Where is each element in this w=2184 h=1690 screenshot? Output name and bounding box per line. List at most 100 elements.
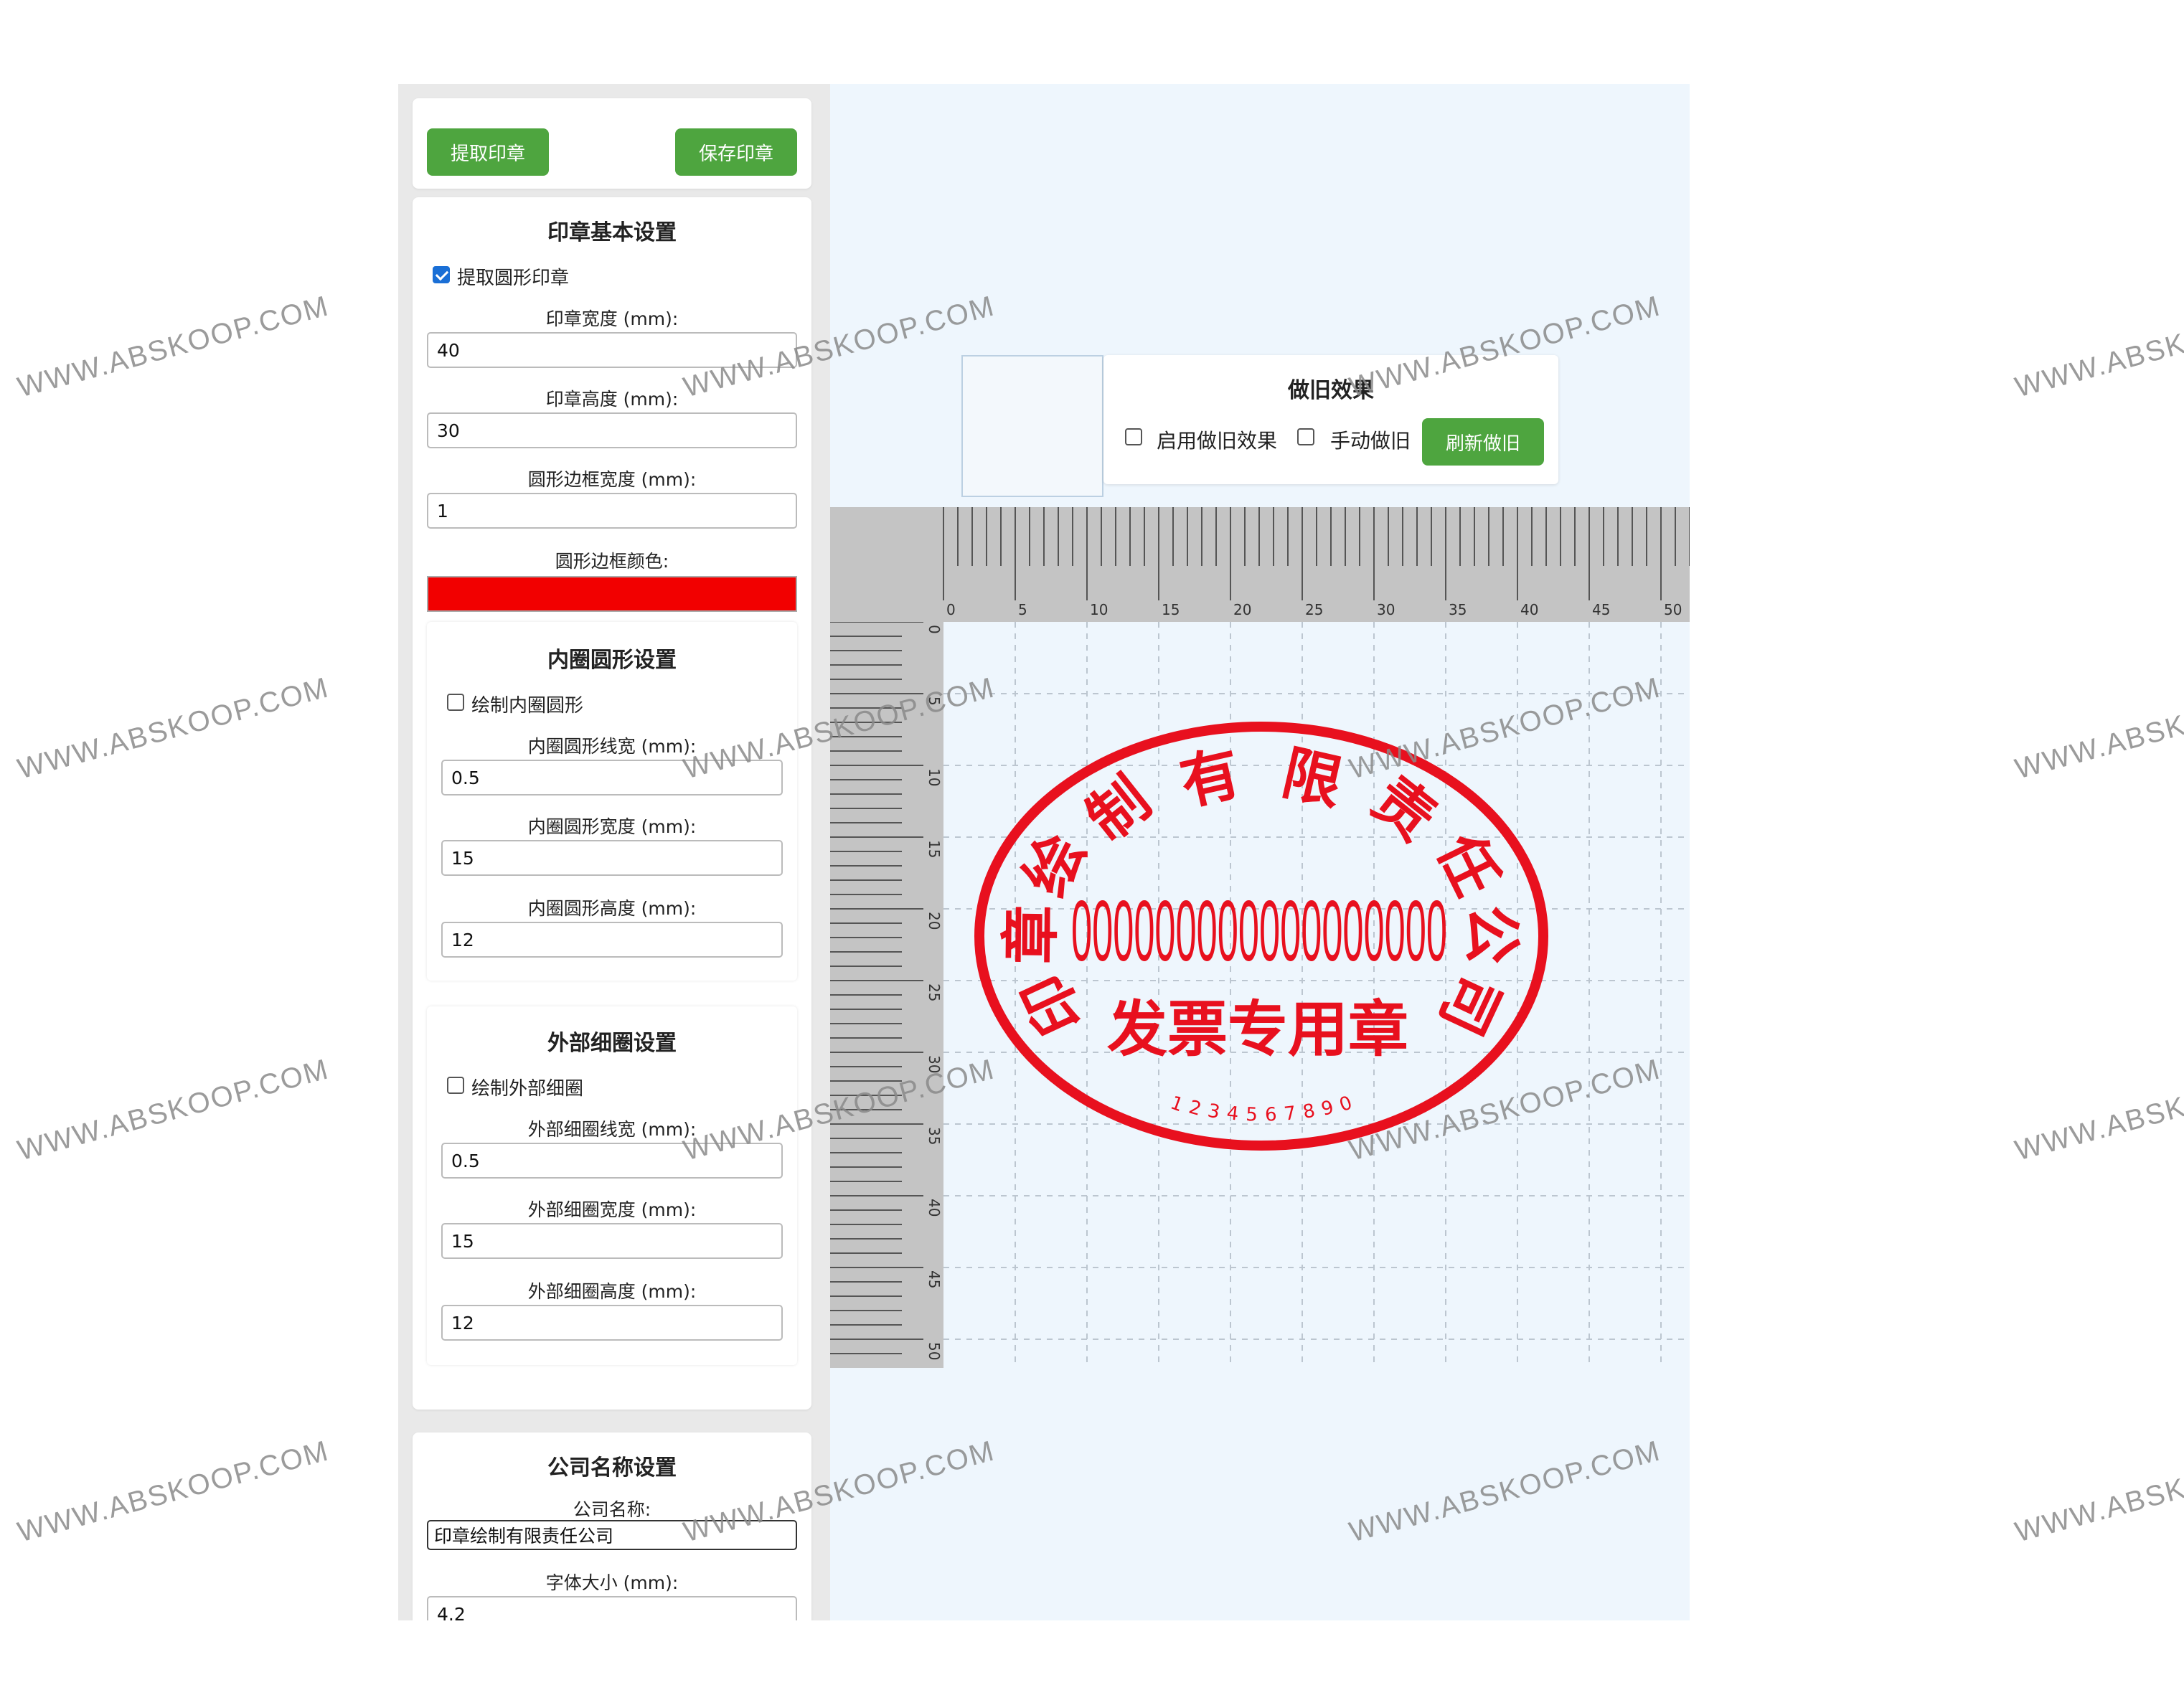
ruler-v-label: 25 (926, 983, 943, 1001)
refresh-aging-button[interactable]: 刷新做旧 (1422, 418, 1544, 466)
stamp-code-text: 000000000000000000 (1071, 882, 1447, 979)
stamp-company-char: 制 (1075, 765, 1163, 854)
stamp-serial-digit: 5 (1246, 1104, 1258, 1126)
extract-circle-checkbox[interactable] (433, 266, 450, 283)
canvas-grid (943, 622, 1690, 1368)
outer-circle-title: 外部细圈设置 (547, 1031, 677, 1056)
ruler-v-label: 40 (926, 1199, 943, 1217)
draw-outer-circle-label: 绘制外部细圈 (471, 1078, 584, 1100)
watermark-text: WWW.ABSKOOP.COM (2012, 1435, 2184, 1549)
company-settings-card: 公司名称设置 公司名称: 印章绘制有限责任公司 字体大小 (mm): 4.2 (413, 1432, 811, 1620)
watermark-text: WWW.ABSKOOP.COM (14, 671, 333, 785)
ruler-v-label: 50 (926, 1342, 943, 1360)
ruler-h-label: 10 (1090, 601, 1108, 618)
ruler-v-label: 15 (926, 840, 943, 858)
ruler-v-label: 10 (926, 768, 943, 786)
ruler-h-label: 25 (1305, 601, 1323, 618)
stamp-company-char: 章 (997, 905, 1066, 964)
save-stamp-button[interactable]: 保存印章 (675, 128, 797, 176)
ruler-v-label: 30 (926, 1055, 943, 1073)
watermark-text: WWW.ABSKOOP.COM (1346, 0, 1664, 2)
company-settings-title: 公司名称设置 (547, 1455, 677, 1481)
stamp-serial-digit: 8 (1301, 1100, 1317, 1123)
aging-title: 做旧效果 (1288, 378, 1374, 403)
inner-line-width-label: 内圈圆形线宽 (mm): (527, 736, 697, 757)
outer-height-label: 外部细圈高度 (mm): (527, 1281, 697, 1302)
ruler-h-label: 40 (1520, 601, 1538, 618)
manual-aging-label: 手动做旧 (1330, 429, 1411, 453)
preview-area (830, 84, 1690, 1620)
ruler-h-label: 45 (1592, 601, 1610, 618)
stamp-company-char: 有 (1175, 739, 1247, 818)
stamp-width-label: 印章宽度 (mm): (545, 308, 679, 329)
watermark-text: WWW.ABSKOOP.COM (2012, 1053, 2184, 1167)
font-size-input[interactable]: 4.2 (427, 1596, 797, 1620)
outer-width-input[interactable]: 15 (441, 1223, 783, 1259)
watermark-text: WWW.ABSKOOP.COM (14, 1053, 333, 1167)
inner-height-input[interactable]: 12 (441, 922, 783, 958)
stamp-company-char: 限 (1276, 739, 1348, 818)
stamp-serial-digit: 6 (1265, 1104, 1278, 1126)
watermark-text: WWW.ABSKOOP.COM (14, 0, 332, 2)
ruler-v-label: 20 (926, 912, 943, 930)
inner-circle-title: 内圈圆形设置 (547, 648, 677, 673)
company-name-label: 公司名称: (573, 1499, 651, 1520)
draw-inner-circle-label: 绘制内圈圆形 (471, 695, 584, 717)
stamp-outer-border (974, 722, 1548, 1151)
ruler-v-label: 5 (926, 697, 943, 706)
watermark-text: WWW.ABSKOOP.COM (2012, 671, 2184, 785)
ruler-h-label: 50 (1664, 601, 1682, 618)
stamp-serial-digit: 4 (1225, 1103, 1240, 1125)
stamp-company-char: 责 (1360, 765, 1448, 854)
inner-width-input[interactable]: 15 (441, 840, 783, 876)
extract-stamp-button[interactable]: 提取印章 (427, 128, 549, 176)
border-color-picker[interactable] (427, 576, 797, 612)
enable-aging-label: 启用做旧效果 (1157, 429, 1278, 453)
outer-line-width-input[interactable]: 0.5 (441, 1143, 783, 1179)
outer-circle-card: 外部细圈设置 绘制外部细圈 外部细圈线宽 (mm): 0.5 外部细圈宽度 (m… (427, 1006, 797, 1365)
inner-height-label: 内圈圆形高度 (mm): (527, 898, 697, 919)
outer-width-label: 外部细圈宽度 (mm): (527, 1199, 697, 1220)
stamp-company-char: 公 (1456, 905, 1525, 964)
stamp-height-input[interactable]: 30 (427, 412, 797, 448)
ruler-h-label: 15 (1162, 601, 1180, 618)
stamp-serial-digit: 9 (1319, 1097, 1336, 1120)
aging-panel: 做旧效果 启用做旧效果 手动做旧 刷新做旧 (1103, 355, 1558, 484)
inner-width-label: 内圈圆形宽度 (mm): (527, 816, 697, 837)
stamp-serial-digit: 2 (1187, 1097, 1204, 1120)
watermark-text: WWW.ABSKOOP.COM (14, 1435, 333, 1549)
ruler-h-label: 5 (1018, 601, 1027, 618)
ruler-h-label: 30 (1377, 601, 1395, 618)
company-name-input[interactable]: 印章绘制有限责任公司 (427, 1520, 797, 1550)
draw-outer-circle-checkbox[interactable] (447, 1077, 464, 1094)
stamp-center-text: 发票专用章 (1107, 994, 1408, 1064)
draw-inner-circle-checkbox[interactable] (447, 694, 464, 711)
ruler-h-label: 35 (1449, 601, 1467, 618)
toolbar-card: 提取印章 保存印章 (413, 98, 811, 189)
basic-settings-card: 印章基本设置 提取圆形印章 印章宽度 (mm): 40 印章高度 (mm): 3… (413, 197, 811, 1410)
watermark-text: WWW.ABSKOOP.COM (2012, 290, 2184, 404)
stamp-serial-digit: 1 (1167, 1092, 1186, 1117)
border-width-input[interactable]: 1 (427, 493, 797, 529)
ruler-h-label: 0 (946, 601, 956, 618)
manual-aging-checkbox[interactable] (1297, 428, 1314, 445)
enable-aging-checkbox[interactable] (1125, 428, 1142, 445)
stamp-width-input[interactable]: 40 (427, 332, 797, 368)
stamp-serial-digit: 0 (1337, 1092, 1355, 1117)
stamp-height-label: 印章高度 (mm): (545, 389, 679, 410)
inner-line-width-input[interactable]: 0.5 (441, 760, 783, 796)
border-width-label: 圆形边框宽度 (mm): (527, 469, 697, 490)
inner-circle-card: 内圈圆形设置 绘制内圈圆形 内圈圆形线宽 (mm): 0.5 内圈圆形宽度 (m… (427, 622, 797, 981)
outer-height-input[interactable]: 12 (441, 1305, 783, 1341)
ruler-v-label: 0 (926, 625, 943, 634)
border-color-label: 圆形边框颜色: (555, 551, 669, 572)
settings-panel: 提取印章 保存印章 印章基本设置 提取圆形印章 印章宽度 (mm): 40 印章… (398, 84, 830, 1620)
ruler-v-label: 45 (926, 1270, 943, 1288)
watermark-text: WWW.ABSKOOP.COM (14, 290, 333, 404)
stamp-serial-digit: 7 (1283, 1103, 1297, 1125)
